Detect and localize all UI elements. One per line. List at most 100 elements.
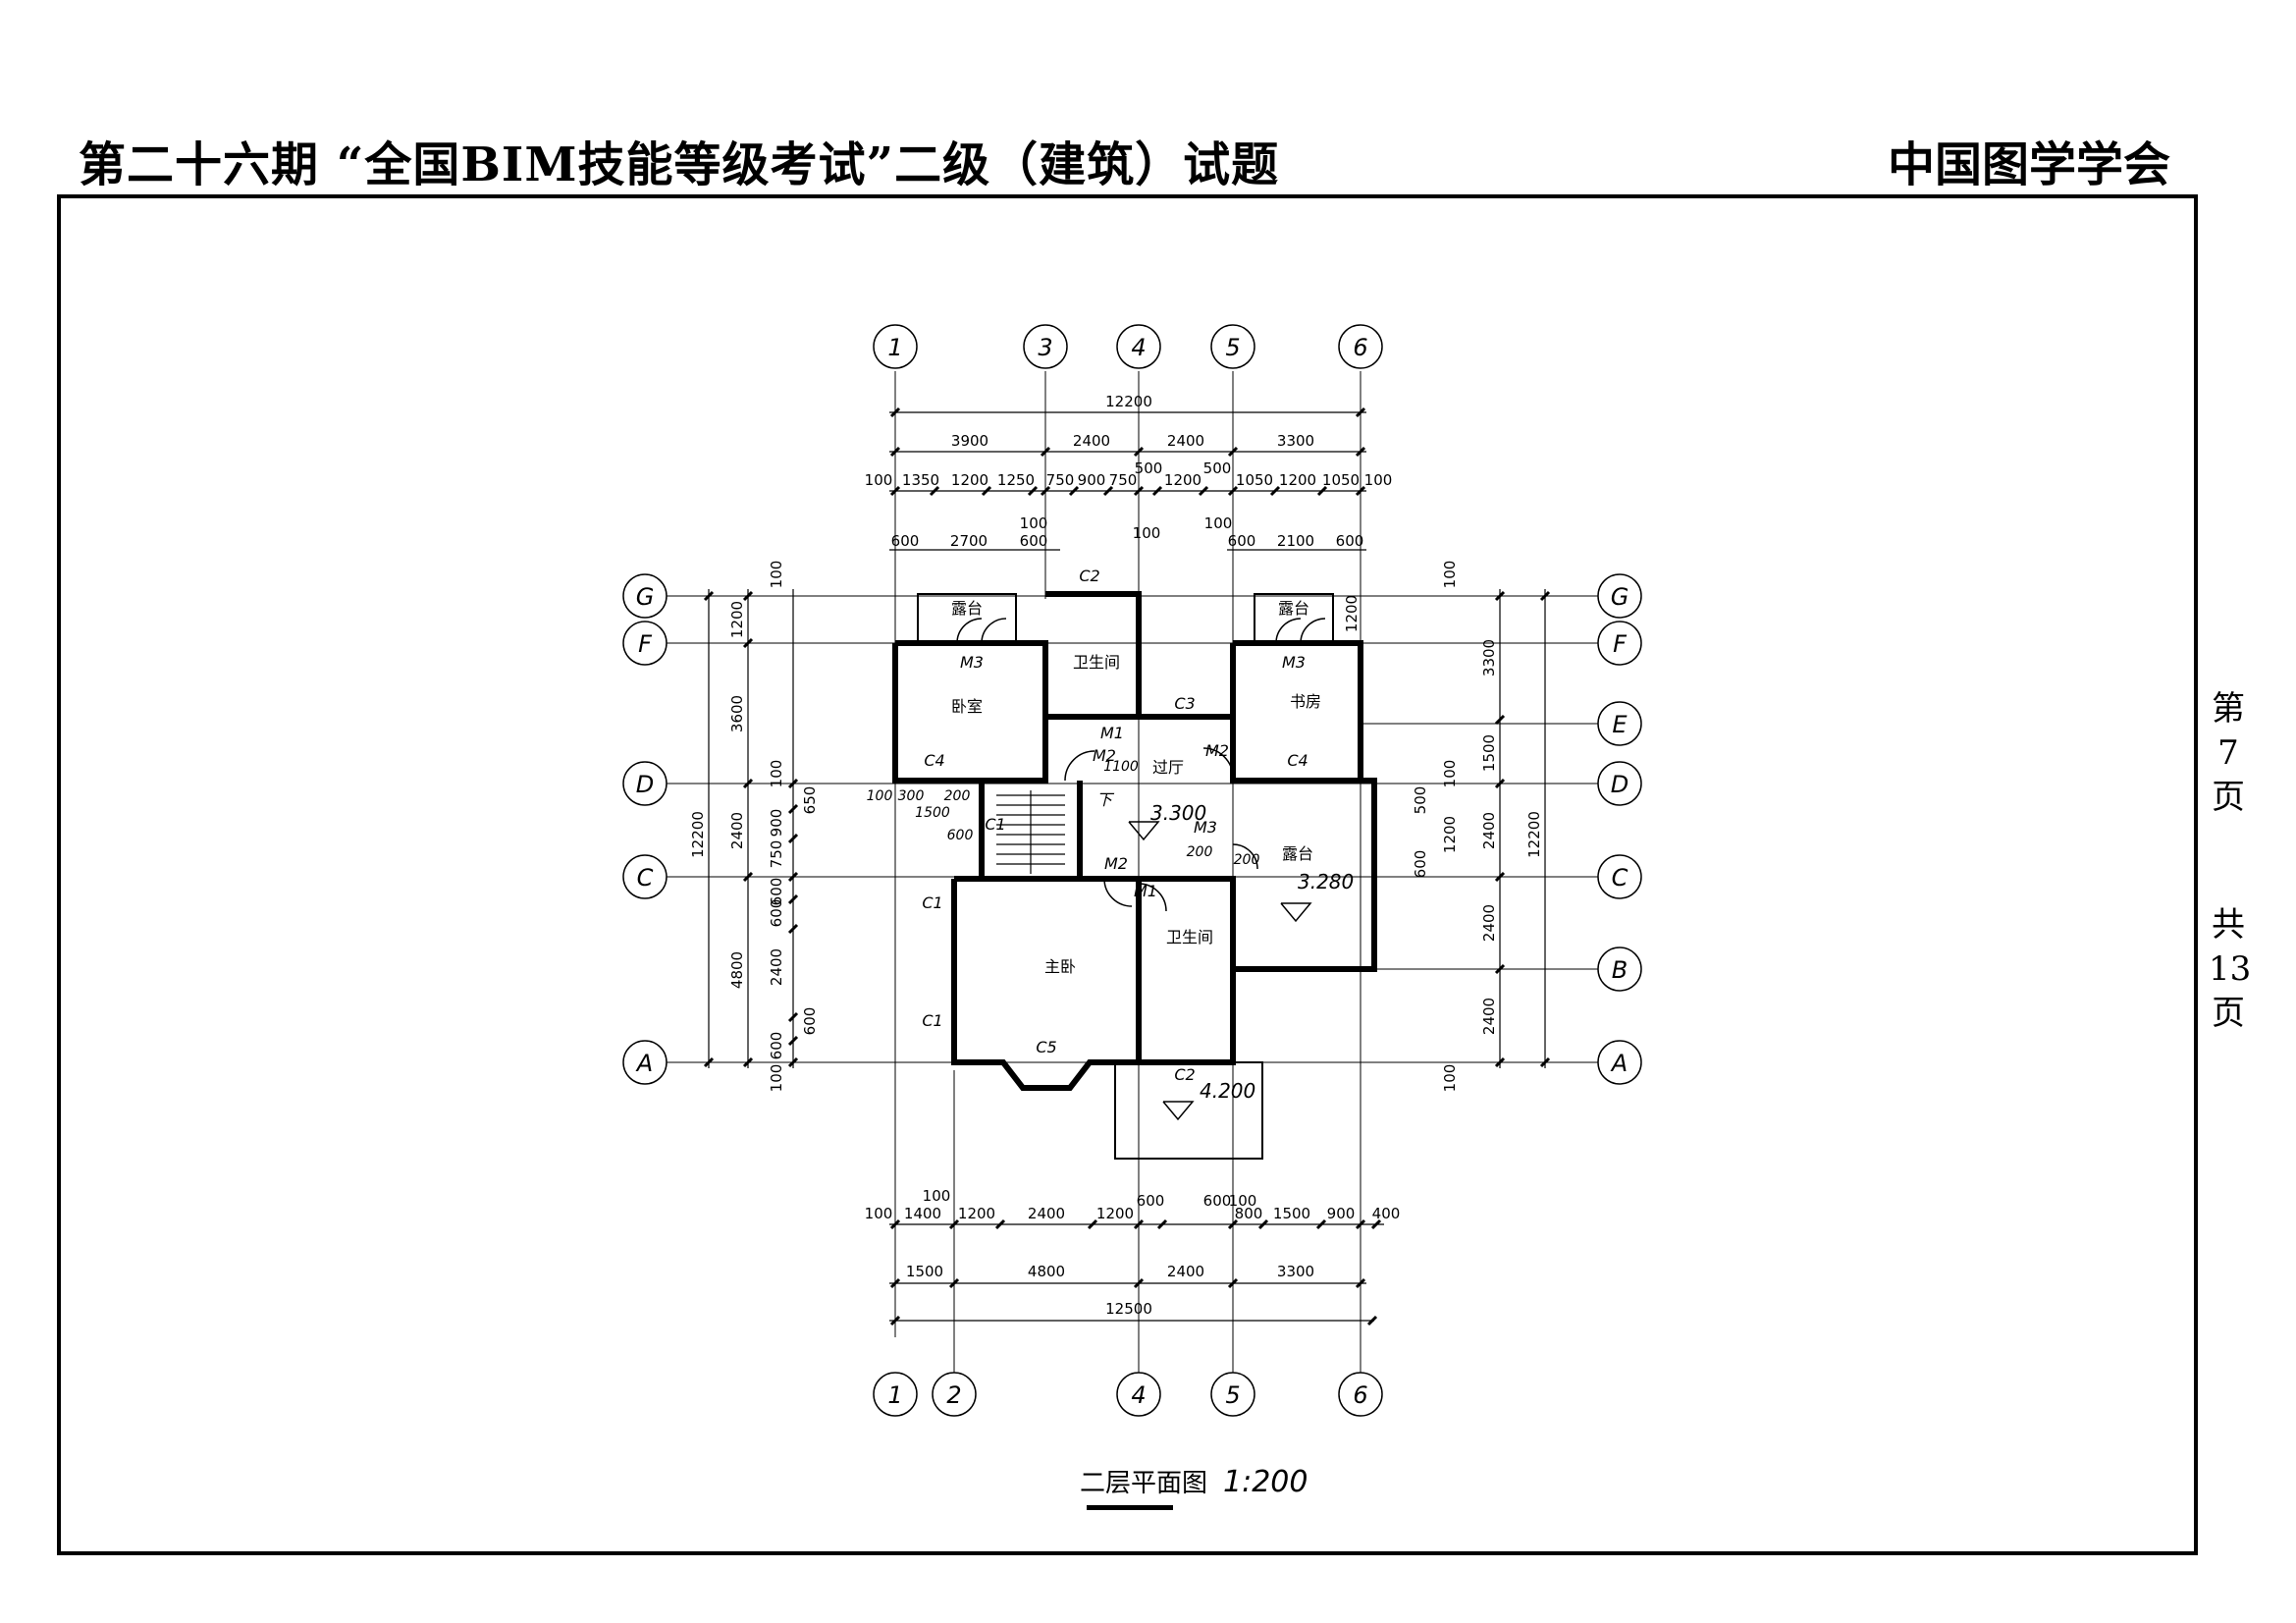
dim-left-detail-7: 600 <box>768 899 785 928</box>
page-suffix: 页 <box>2212 778 2245 817</box>
dim-top-detail-5: 750 <box>1046 471 1075 489</box>
dim-bottom-detail-6: 600 <box>1137 1192 1165 1210</box>
misc-1500: 1500 <box>915 805 950 821</box>
misc-200a: 200 <box>944 788 971 804</box>
axis-bubble-right-A <box>1597 1040 1642 1085</box>
stair-treads <box>996 790 1065 874</box>
dimension-labels-top: 12200 3900 2400 2400 3300 100 1350 1200 … <box>865 393 1393 550</box>
dimension-labels-left: 12200 1200 3600 2400 4800 100 100 650 75… <box>689 561 819 1093</box>
dim-left-detail-6: 600 <box>768 878 785 906</box>
door-swings <box>956 618 1326 912</box>
room-balcony-nw: 露台 <box>951 599 983 618</box>
tag-m2-hall-left: M2 <box>1093 746 1116 765</box>
dim-right-axis-2: 1500 <box>1480 734 1498 772</box>
misc-100: 100 <box>867 788 893 804</box>
page-number: 7 <box>2217 733 2239 773</box>
dim-top-balc-right-1: 600 <box>1228 532 1256 550</box>
axis-bubble-left-F <box>622 621 667 666</box>
axis-label-bottom-2: 2 <box>946 1381 961 1409</box>
misc-600a: 600 <box>947 828 974 843</box>
drawing-title-underline <box>1087 1505 1173 1510</box>
total-pages: 13 <box>2209 949 2252 989</box>
misc-300: 300 <box>898 788 925 804</box>
tag-c2-top: C2 <box>1079 567 1099 585</box>
axis-bubble-right-B <box>1597 947 1642 992</box>
total-prefix: 共 <box>2212 905 2245 945</box>
dim-bottom-detail-5: 1200 <box>1096 1205 1134 1222</box>
axis-label-top-3: 3 <box>1038 334 1052 361</box>
dim-bottom-detail-8: 100 <box>1229 1192 1257 1210</box>
total-pages-group: 共 13 页 <box>2209 903 2252 1036</box>
tag-m2-stair: M2 <box>1104 854 1128 873</box>
dim-right-detail-3: 500 <box>1412 786 1429 815</box>
dim-top-axis-3: 2400 <box>1167 432 1204 450</box>
dim-top-extra-1: 100 <box>1020 514 1048 532</box>
dim-bottom-detail-4: 2400 <box>1028 1205 1065 1222</box>
axis-bubble-bottom-2 <box>932 1372 977 1417</box>
tag-c4-right: C4 <box>1287 751 1308 770</box>
level-markers <box>1128 821 1312 1121</box>
axis-label-left-A: A <box>635 1050 653 1077</box>
tag-stair-down: 下 <box>1096 790 1115 809</box>
axis-bubble-top-5 <box>1210 324 1255 369</box>
dim-bottom-axis-3: 2400 <box>1167 1263 1204 1280</box>
tag-m2-hall-right: M2 <box>1205 741 1229 760</box>
dim-left-detail-2: 100 <box>768 760 785 788</box>
sheet-title: 第二十六期 “全国BIM技能等级考试”二级（建筑）试题 <box>79 137 1280 192</box>
dim-left-axis-2: 3600 <box>728 695 746 732</box>
tag-c3: C3 <box>1174 694 1195 713</box>
dim-top-detail-2: 1350 <box>902 471 939 489</box>
dim-bottom-extra-1: 100 <box>923 1187 951 1205</box>
balcony-nw-outline <box>917 593 1017 642</box>
axis-label-bottom-6: 6 <box>1353 1381 1367 1409</box>
dim-top-axis-1: 3900 <box>951 432 988 450</box>
axis-bubble-top-6 <box>1338 324 1383 369</box>
tag-m3-balc: M3 <box>1194 818 1217 837</box>
room-master: 主卧 <box>1044 957 1076 976</box>
dim-top-detail-7: 750 <box>1109 471 1138 489</box>
room-hall: 过厅 <box>1152 758 1184 777</box>
dim-right-detail-1: 100 <box>1441 561 1459 589</box>
dim-top-detail-13: 1050 <box>1322 471 1360 489</box>
dim-bottom-detail-11: 900 <box>1327 1205 1356 1222</box>
dim-top-balc-left-1: 600 <box>891 532 920 550</box>
wall-hall <box>1139 714 1236 781</box>
dim-bottom-total: 12500 <box>1105 1300 1152 1318</box>
dim-left-detail-10: 600 <box>768 1032 785 1060</box>
dim-top-detail-6: 900 <box>1078 471 1106 489</box>
axis-label-top-4: 4 <box>1131 334 1146 361</box>
wall-stair <box>979 781 1083 882</box>
axis-label-top-6: 6 <box>1353 334 1367 361</box>
room-study: 书房 <box>1290 692 1321 711</box>
dim-left-detail-3: 650 <box>801 786 819 815</box>
organization-name: 中国图学学会 <box>1887 137 2170 192</box>
axis-bubble-bottom-5 <box>1210 1372 1255 1417</box>
balcony-outlines <box>917 593 1334 1160</box>
dim-top-balc-right-3: 600 <box>1336 532 1364 550</box>
axis-label-left-D: D <box>636 771 654 798</box>
dim-right-extra-1: 1200 <box>1343 595 1361 632</box>
dim-top-detail-14: 100 <box>1364 471 1393 489</box>
tag-m3-bed: M3 <box>960 653 984 672</box>
dim-right-total: 12200 <box>1525 811 1543 858</box>
level-entry: 4.200 <box>1200 1079 1255 1103</box>
axis-label-top-1: 1 <box>887 334 902 361</box>
total-suffix: 页 <box>2212 994 2245 1033</box>
axis-bubble-top-1 <box>873 324 918 369</box>
dim-right-detail-6: 100 <box>1441 1064 1459 1093</box>
dim-top-detail-12: 1200 <box>1279 471 1316 489</box>
axis-bubble-left-D <box>622 761 667 806</box>
dim-left-detail-4: 750 <box>768 840 785 869</box>
axis-bubble-bottom-1 <box>873 1372 918 1417</box>
dim-top-balc-left-2: 2700 <box>950 532 988 550</box>
axis-label-right-E: E <box>1612 711 1628 738</box>
wall-balcony-east <box>1233 778 1377 972</box>
dim-bottom-detail-9: 800 <box>1235 1205 1263 1222</box>
dim-right-detail-5: 600 <box>1412 850 1429 879</box>
entry-canopy-outline <box>1114 1061 1263 1160</box>
tag-c4-left: C4 <box>924 751 944 770</box>
dim-top-total: 12200 <box>1105 393 1152 410</box>
axis-lines <box>667 371 1598 1373</box>
axis-bubble-bottom-4 <box>1116 1372 1161 1417</box>
